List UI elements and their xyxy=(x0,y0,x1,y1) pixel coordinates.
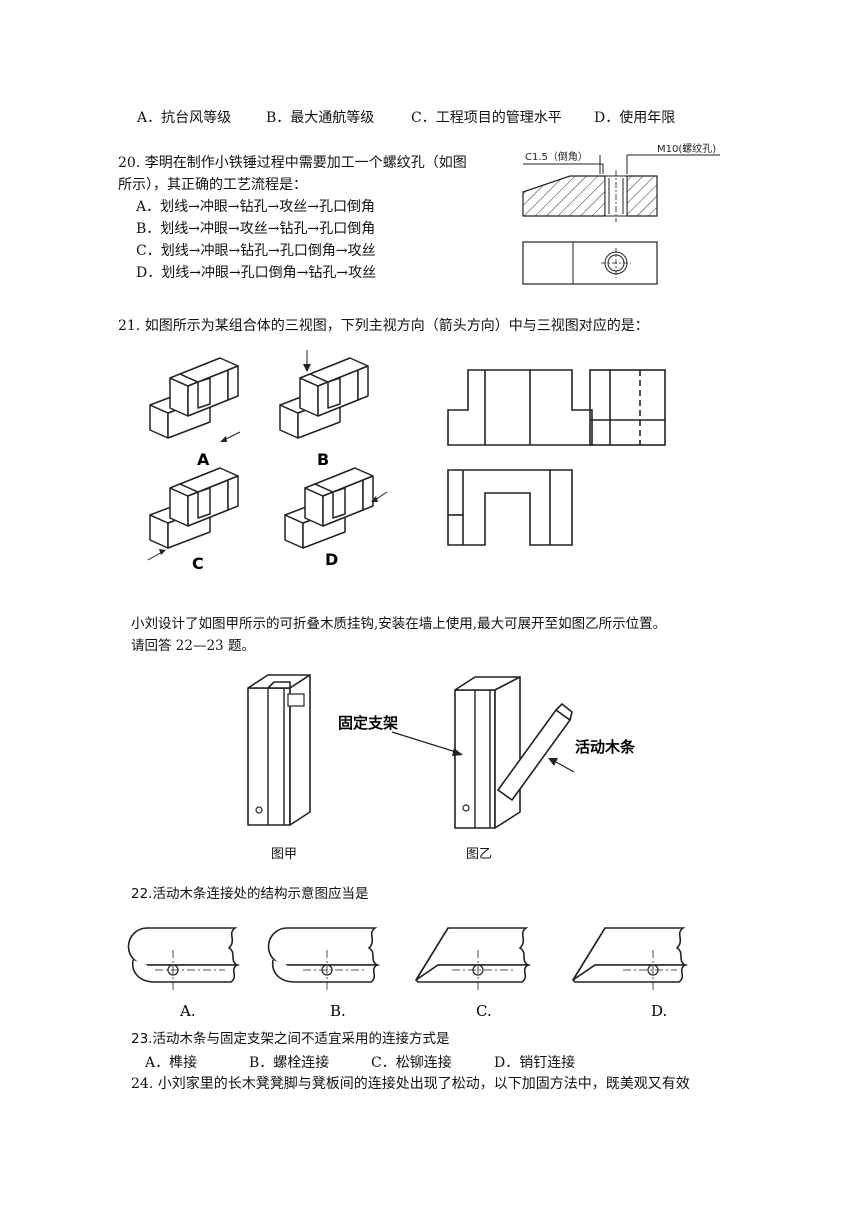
q22-stem: 22.活动木条连接处的结构示意图应当是 xyxy=(131,886,369,902)
q20-thread-hole-figure: C1.5（倒角） M10(螺纹孔) xyxy=(522,142,720,285)
q21-three-views xyxy=(447,369,666,546)
intro-line2: 请回答 22—23 题。 xyxy=(131,638,255,654)
q21-option-d-figure: D xyxy=(284,467,388,569)
q21-label-c: C xyxy=(192,554,204,573)
figure-a-hook xyxy=(247,674,311,826)
q21-option-a-figure: A xyxy=(149,357,241,469)
caption-figure-a: 图甲 xyxy=(271,847,298,862)
label-moving-strip: 活动木条 xyxy=(575,738,636,756)
q21-label-d: D xyxy=(325,550,338,569)
chamfer-label: C1.5（倒角） xyxy=(525,151,588,163)
figure-b-hook: 固定支架 活动木条 xyxy=(338,676,636,829)
q22-option-b-figure: B. xyxy=(267,927,380,1020)
q23-option-a: A．榫接 xyxy=(145,1055,198,1071)
q23-stem: 23.活动木条与固定支架之间不适宜采用的连接方式是 xyxy=(131,1031,450,1047)
intro-line1: 小刘设计了如图甲所示的可折叠木质挂钩,安装在墙上使用,最大可展开至如图乙所示位置… xyxy=(131,616,667,632)
q22-option-c-figure: C. xyxy=(414,927,531,1020)
q22-option-a-figure: A. xyxy=(127,927,240,1020)
q22-label-b: B. xyxy=(330,1002,346,1020)
thread-label: M10(螺纹孔) xyxy=(657,142,716,155)
q22-label-d: D. xyxy=(651,1002,667,1020)
q21-option-c-figure: C xyxy=(147,467,239,573)
q23-option-c: C．松铆连接 xyxy=(371,1055,452,1071)
q20-option-b: B．划线→冲眼→攻丝→钻孔→孔口倒角 xyxy=(136,221,376,237)
q19-option-c: C．工程项目的管理水平 xyxy=(411,110,562,126)
caption-figure-b: 图乙 xyxy=(466,847,493,862)
q20-stem-line2: 所示），其正确的工艺流程是： xyxy=(118,177,307,193)
q19-option-b: B．最大通航等级 xyxy=(266,110,375,126)
q20-stem-line1: 20. 李明在制作小铁锤过程中需要加工一个螺纹孔（如图 xyxy=(118,155,467,171)
label-fixed-bracket: 固定支架 xyxy=(338,714,398,732)
q20-option-a: A．划线→冲眼→钻孔→攻丝→孔口倒角 xyxy=(136,199,376,215)
q23-option-d: D．销钉连接 xyxy=(494,1055,576,1071)
q19-option-d: D．使用年限 xyxy=(594,110,676,126)
q21-label-a: A xyxy=(197,450,210,469)
q22-option-d-figure: D. xyxy=(571,927,688,1020)
q20-option-d: D．划线→冲眼→孔口倒角→钻孔→攻丝 xyxy=(136,265,377,281)
q23-option-b: B．螺栓连接 xyxy=(249,1055,330,1071)
q21-stem: 21. 如图所示为某组合体的三视图，下列主视方向（箭头方向）中与三视图对应的是： xyxy=(118,318,649,334)
q19-option-a: A．抗台风等级 xyxy=(137,110,232,126)
q24-stem: 24. 小刘家里的长木凳凳脚与凳板间的连接处出现了松动，以下加固方法中，既美观又… xyxy=(131,1076,690,1092)
q22-label-a: A. xyxy=(179,1002,196,1020)
q21-label-b: B xyxy=(317,450,329,469)
q21-option-b-figure: B xyxy=(279,350,369,469)
q20-option-c: C．划线→冲眼→钻孔→孔口倒角→攻丝 xyxy=(136,243,376,259)
q22-label-c: C. xyxy=(476,1002,492,1020)
